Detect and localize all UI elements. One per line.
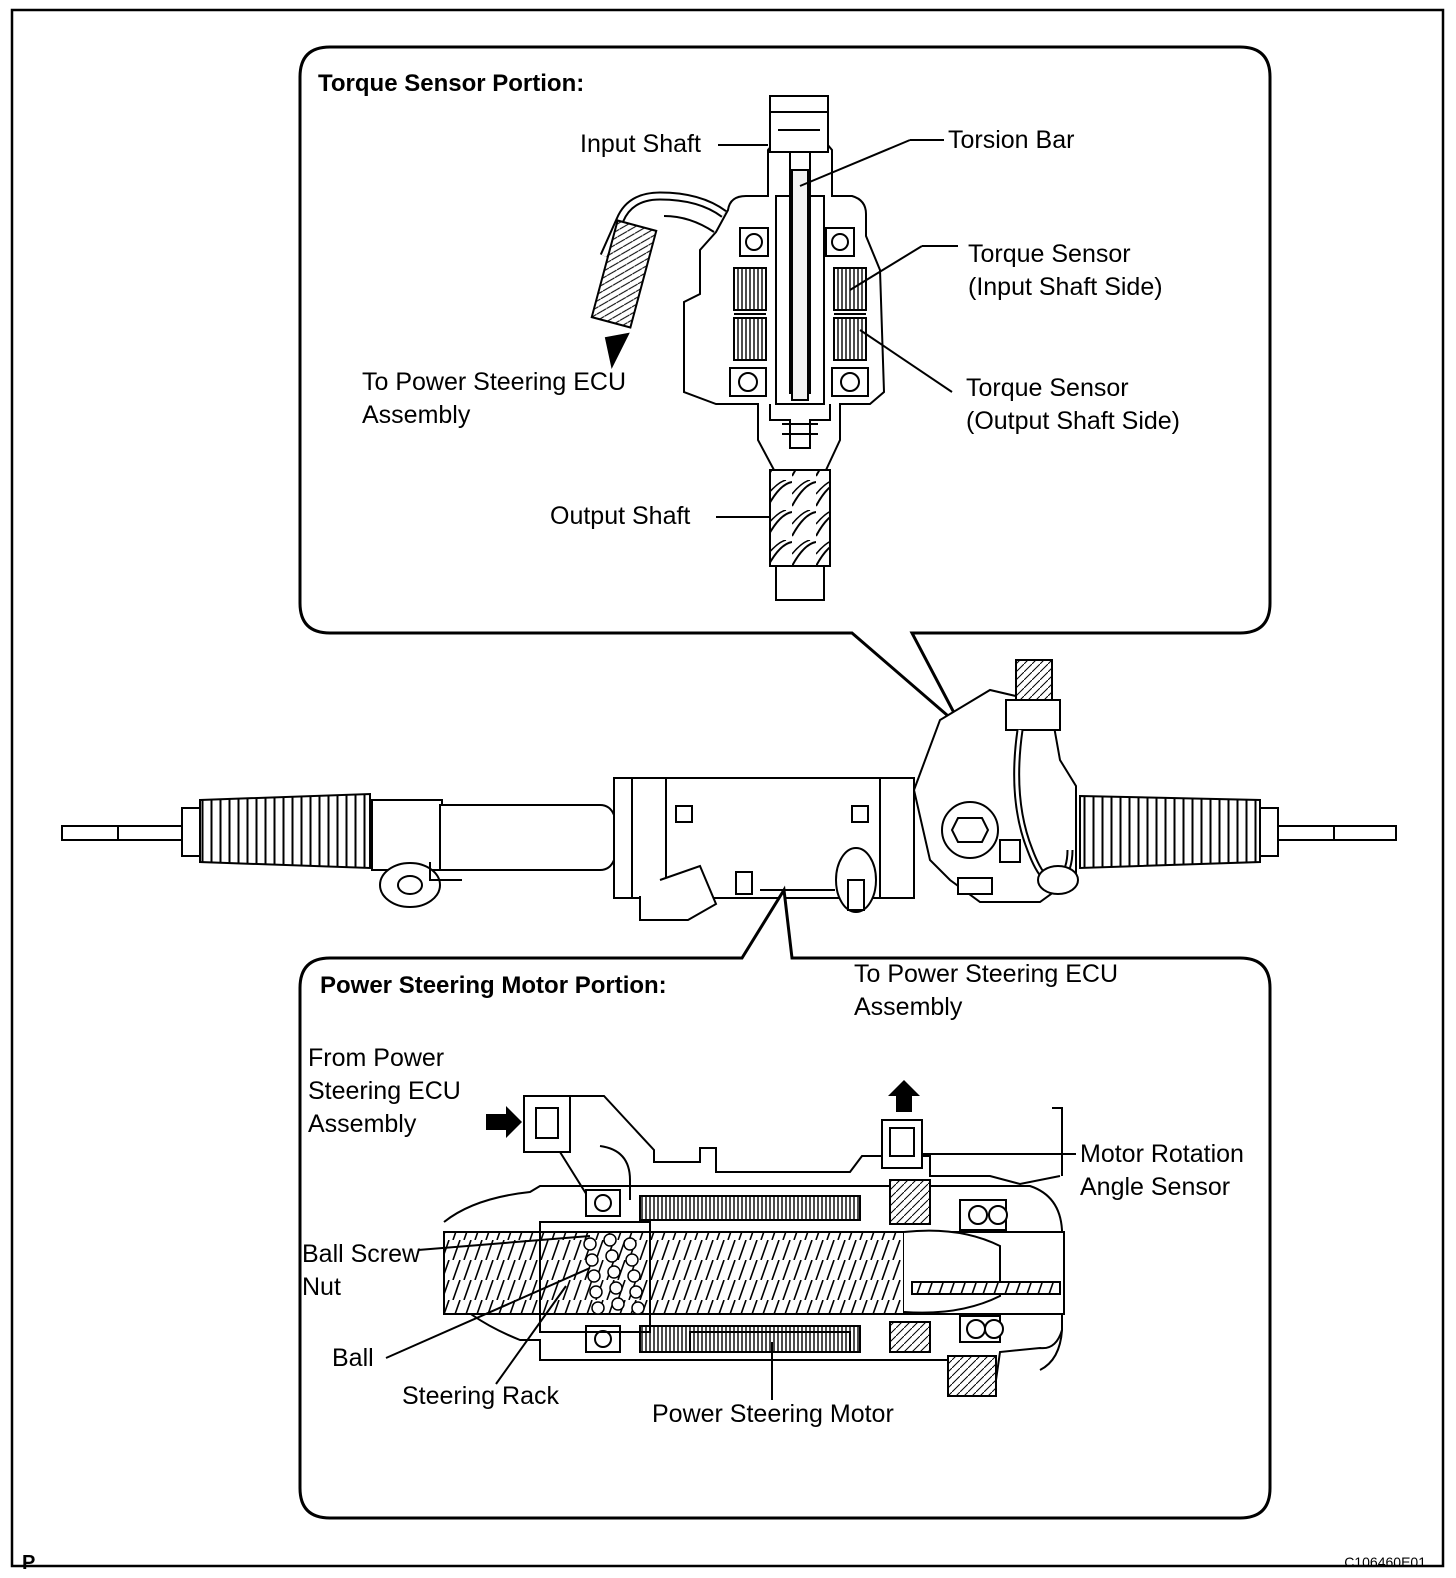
arrow-up-icon — [888, 1080, 920, 1112]
label-to-ecu-torque: To Power Steering ECU Assembly — [362, 368, 627, 429]
label-from-ecu: From Power Steering ECU Assembly — [308, 1044, 461, 1138]
steering-gear-assembly — [61, 659, 1397, 921]
torque-panel-title: Torque Sensor Portion: — [318, 70, 585, 97]
label-power-steering-motor: Power Steering Motor — [652, 1400, 894, 1428]
motor-panel-title: Power Steering Motor Portion: — [320, 972, 667, 999]
label-torsion-bar: Torsion Bar — [948, 126, 1075, 154]
label-input-shaft: Input Shaft — [580, 130, 701, 158]
torque-sensor-cutaway — [590, 95, 886, 601]
arrow-icons — [486, 1080, 920, 1138]
label-torque-sensor-input: Torque Sensor (Input Shaft Side) — [968, 240, 1163, 301]
figure-id: C106460E01 — [1344, 1554, 1426, 1570]
power-steering-motor-cutaway — [443, 1095, 1065, 1397]
motor-leader-lines — [385, 1153, 1076, 1400]
label-output-shaft: Output Shaft — [550, 502, 691, 530]
label-steering-rack: Steering Rack — [402, 1382, 560, 1410]
page-letter: P — [22, 1552, 36, 1574]
page-frame — [10, 8, 1445, 1568]
torque-leader-lines — [716, 139, 958, 518]
label-ball-screw-nut: Ball Screw Nut — [302, 1240, 421, 1301]
label-torque-sensor-output: Torque Sensor (Output Shaft Side) — [966, 374, 1181, 435]
arrow-right-icon — [486, 1106, 522, 1138]
label-to-ecu-motor: To Power Steering ECU Assembly — [854, 960, 1119, 1021]
label-ball: Ball — [332, 1344, 374, 1372]
label-motor-rotation-sensor: Motor Rotation Angle Sensor — [1080, 1140, 1244, 1201]
